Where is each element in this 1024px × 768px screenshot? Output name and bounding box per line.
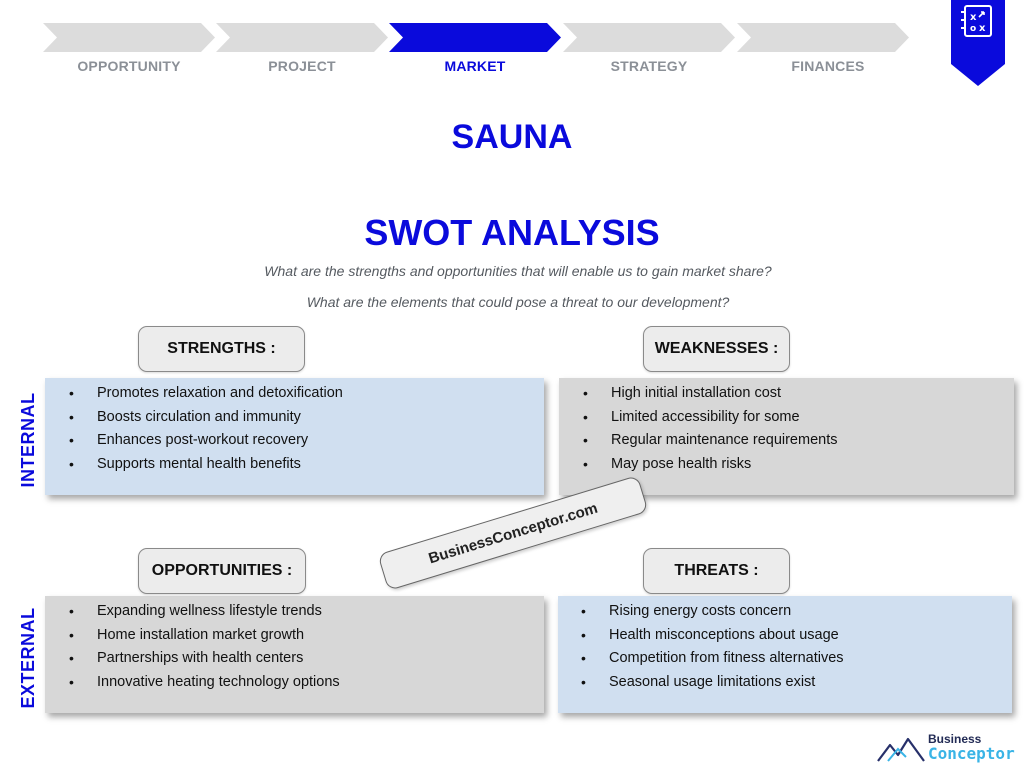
list-item: High initial installation cost	[583, 382, 1014, 406]
list-item: Competition from fitness alternatives	[581, 647, 1012, 671]
question-2: What are the elements that could pose a …	[306, 294, 730, 310]
logo-text-business: Business	[928, 732, 982, 746]
chevron-shape	[43, 23, 215, 52]
list-item: Boosts circulation and immunity	[69, 406, 544, 430]
opportunities-list: Expanding wellness lifestyle trends Home…	[45, 600, 544, 694]
chevron-shape	[563, 23, 735, 52]
nav-step-market[interactable]	[389, 23, 561, 52]
opportunities-box: Expanding wellness lifestyle trends Home…	[45, 596, 544, 713]
list-item: Regular maintenance requirements	[583, 429, 1014, 453]
threats-box: Rising energy costs concern Health misco…	[558, 596, 1012, 713]
list-item: Seasonal usage limitations exist	[581, 671, 1012, 695]
list-item: Expanding wellness lifestyle trends	[69, 600, 544, 624]
list-item: Innovative heating technology options	[69, 671, 544, 695]
nav-label-opportunity[interactable]: OPPORTUNITY	[77, 58, 181, 74]
svg-text:o: o	[970, 24, 976, 34]
internal-label: INTERNAL	[18, 392, 38, 488]
external-label: EXTERNAL	[18, 607, 38, 709]
nav-label-market[interactable]: MARKET	[444, 58, 506, 74]
weaknesses-list: High initial installation cost Limited a…	[559, 382, 1014, 476]
nav-label-strategy[interactable]: STRATEGY	[610, 58, 688, 74]
business-conceptor-logo[interactable]: Business Conceptor	[876, 732, 1016, 765]
list-item: Promotes relaxation and detoxification	[69, 382, 544, 406]
opportunities-header: OPPORTUNITIES :	[138, 548, 306, 594]
threats-header: THREATS :	[643, 548, 790, 594]
list-item: Health misconceptions about usage	[581, 624, 1012, 648]
list-item: Home installation market growth	[69, 624, 544, 648]
chevron-shape	[737, 23, 909, 52]
nav-label-project[interactable]: PROJECT	[268, 58, 336, 74]
nav-step-opportunity[interactable]	[43, 23, 215, 52]
mountain-logo-icon	[877, 737, 925, 762]
page-title: SAUNA	[451, 118, 573, 156]
question-1: What are the strengths and opportunities…	[264, 263, 772, 279]
chevron-shape	[216, 23, 388, 52]
nav-step-strategy[interactable]	[563, 23, 735, 52]
list-item: Supports mental health benefits	[69, 453, 544, 477]
logo-text-conceptor: Conceptor	[928, 744, 1015, 763]
list-item: Partnerships with health centers	[69, 647, 544, 671]
ribbon-badge: x x o	[951, 0, 1005, 86]
svg-text:x: x	[970, 12, 977, 23]
list-item: Limited accessibility for some	[583, 406, 1014, 430]
list-item: Rising energy costs concern	[581, 600, 1012, 624]
strategy-board-icon: x x o	[951, 0, 1005, 86]
swot-title: SWOT ANALYSIS	[364, 212, 660, 253]
list-item: Enhances post-workout recovery	[69, 429, 544, 453]
weaknesses-header: WEAKNESSES :	[643, 326, 790, 372]
list-item: May pose health risks	[583, 453, 1014, 477]
strengths-list: Promotes relaxation and detoxification B…	[45, 382, 544, 476]
weaknesses-box: High initial installation cost Limited a…	[559, 378, 1014, 495]
chevron-shape	[389, 23, 561, 52]
nav-step-project[interactable]	[216, 23, 388, 52]
threats-list: Rising energy costs concern Health misco…	[558, 600, 1012, 694]
strengths-box: Promotes relaxation and detoxification B…	[45, 378, 544, 495]
nav-step-finances[interactable]	[737, 23, 909, 52]
strengths-header: STRENGTHS :	[138, 326, 305, 372]
svg-text:x: x	[979, 23, 986, 34]
nav-label-finances[interactable]: FINANCES	[791, 58, 865, 74]
